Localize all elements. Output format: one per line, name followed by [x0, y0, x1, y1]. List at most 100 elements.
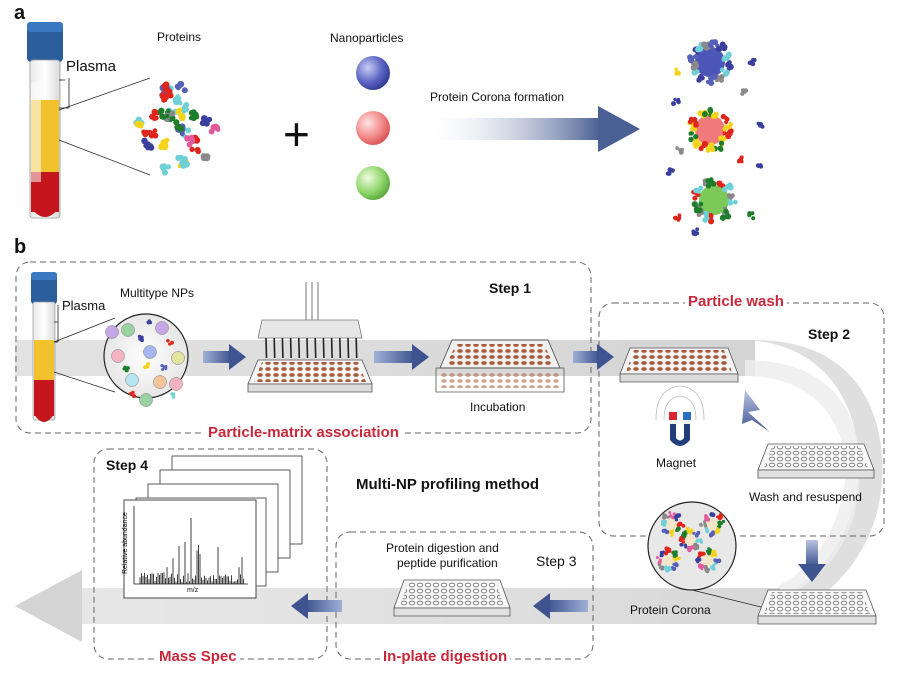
blood-tube-icon — [27, 22, 63, 219]
corona-protein — [710, 111, 719, 119]
flow-arrow-2 — [374, 344, 429, 370]
free-protein — [740, 88, 749, 96]
flow-arrow-6 — [533, 593, 588, 619]
protein-blob — [157, 107, 171, 120]
flow-arrow-7 — [291, 593, 342, 619]
corona-protein — [702, 106, 714, 118]
mass-spec-label: Mass Spec — [156, 648, 240, 665]
in-plate-digestion-label: In-plate digestion — [380, 648, 511, 665]
protein-blob — [199, 115, 213, 127]
multitype-np-cluster — [105, 319, 185, 407]
proteins-label: Proteins — [157, 30, 202, 44]
corona-protein — [708, 530, 715, 538]
nanoparticle — [121, 323, 135, 337]
corona-protein — [670, 562, 679, 571]
nanoparticle — [111, 349, 125, 363]
pipette-icon — [257, 282, 363, 359]
step1-box — [15, 261, 592, 434]
corona-protein — [719, 208, 732, 221]
corona-protein — [692, 137, 702, 149]
corona-protein — [675, 526, 681, 533]
protein-blob — [208, 123, 221, 135]
protein-blob — [180, 156, 190, 169]
corona-protein — [686, 545, 695, 553]
corona-protein — [704, 514, 711, 522]
corona-protein — [715, 41, 728, 52]
corona-protein — [693, 185, 704, 194]
corona-protein — [668, 511, 676, 520]
step4-label: Step 4 — [106, 457, 149, 473]
step3-box — [335, 531, 594, 660]
corona-protein — [722, 121, 733, 132]
corona-protein — [716, 513, 723, 521]
corona-protein — [676, 521, 686, 528]
corona-protein — [725, 60, 734, 72]
free-protein — [673, 213, 682, 222]
pipette-tip — [289, 337, 292, 359]
corona-protein — [685, 526, 694, 535]
step2-label: Step 2 — [808, 326, 851, 342]
corona-protein — [705, 177, 717, 189]
np-blue-icon — [356, 56, 390, 90]
spectrum-icon — [123, 455, 303, 599]
pipette-tip — [273, 337, 276, 359]
corona-core — [662, 554, 674, 566]
protein-blob — [173, 119, 185, 132]
protein-blob — [170, 392, 176, 399]
corona-protein — [678, 535, 686, 544]
relative-abundance-label: Relative abundance — [122, 512, 129, 574]
corona-protein — [713, 527, 721, 535]
protein-blob — [149, 108, 161, 121]
pipette-tip — [355, 337, 358, 359]
flow-arrow-4 — [742, 390, 770, 432]
pipette-tip — [281, 337, 284, 359]
corona-protein — [660, 519, 667, 527]
corona-core — [666, 518, 678, 530]
corona-protein — [690, 60, 700, 71]
protein-blob — [200, 153, 211, 162]
multitype-nps-label: Multitype NPs — [120, 286, 195, 300]
plasma-label-a: Plasma — [66, 58, 117, 75]
corona-protein — [664, 546, 672, 556]
corona-protein — [721, 182, 734, 193]
pipette-tip — [322, 337, 325, 359]
corona-core — [695, 47, 725, 77]
corona-formation-label: Protein Corona formation — [430, 90, 565, 104]
flow-arrow-5 — [798, 540, 826, 582]
wash-resuspend-label: Wash and resuspend — [749, 490, 862, 504]
corona-protein — [721, 51, 732, 62]
protein-blob — [161, 92, 174, 103]
free-protein — [675, 146, 684, 155]
well-plate-pipette — [247, 359, 373, 393]
corona-protein — [659, 550, 666, 558]
step3-label: Step 3 — [536, 553, 577, 569]
corona-protein — [673, 513, 682, 522]
corona-protein — [661, 513, 670, 520]
corona-protein — [704, 526, 710, 534]
pipette-tip — [298, 337, 301, 359]
corona-protein — [709, 512, 716, 518]
corona-protein — [696, 74, 705, 83]
corona-protein — [699, 520, 708, 528]
pipette-tip — [339, 337, 342, 359]
well-plate-resuspend — [757, 443, 875, 479]
corona-protein — [705, 142, 716, 153]
nanoparticle — [139, 393, 153, 407]
particle-matrix-label: Particle-matrix association — [205, 424, 402, 441]
corona-formation-arrow — [420, 106, 640, 152]
step2-box — [598, 302, 885, 537]
corona-core — [702, 554, 714, 566]
protein-blob — [137, 334, 144, 343]
free-protein — [747, 211, 756, 221]
panel-b-label: b — [14, 236, 27, 258]
mz-label: m/z — [187, 587, 199, 594]
protein-blob — [146, 319, 153, 325]
corona-protein — [655, 556, 662, 565]
digestion-line1: Protein digestion and — [386, 541, 499, 555]
pipette-tip — [306, 337, 309, 359]
particle-wash-label: Particle wash — [685, 293, 787, 310]
protein-blob — [166, 339, 174, 346]
panel-a-label: a — [14, 2, 26, 24]
method-title: Multi-NP profiling method — [356, 476, 540, 493]
